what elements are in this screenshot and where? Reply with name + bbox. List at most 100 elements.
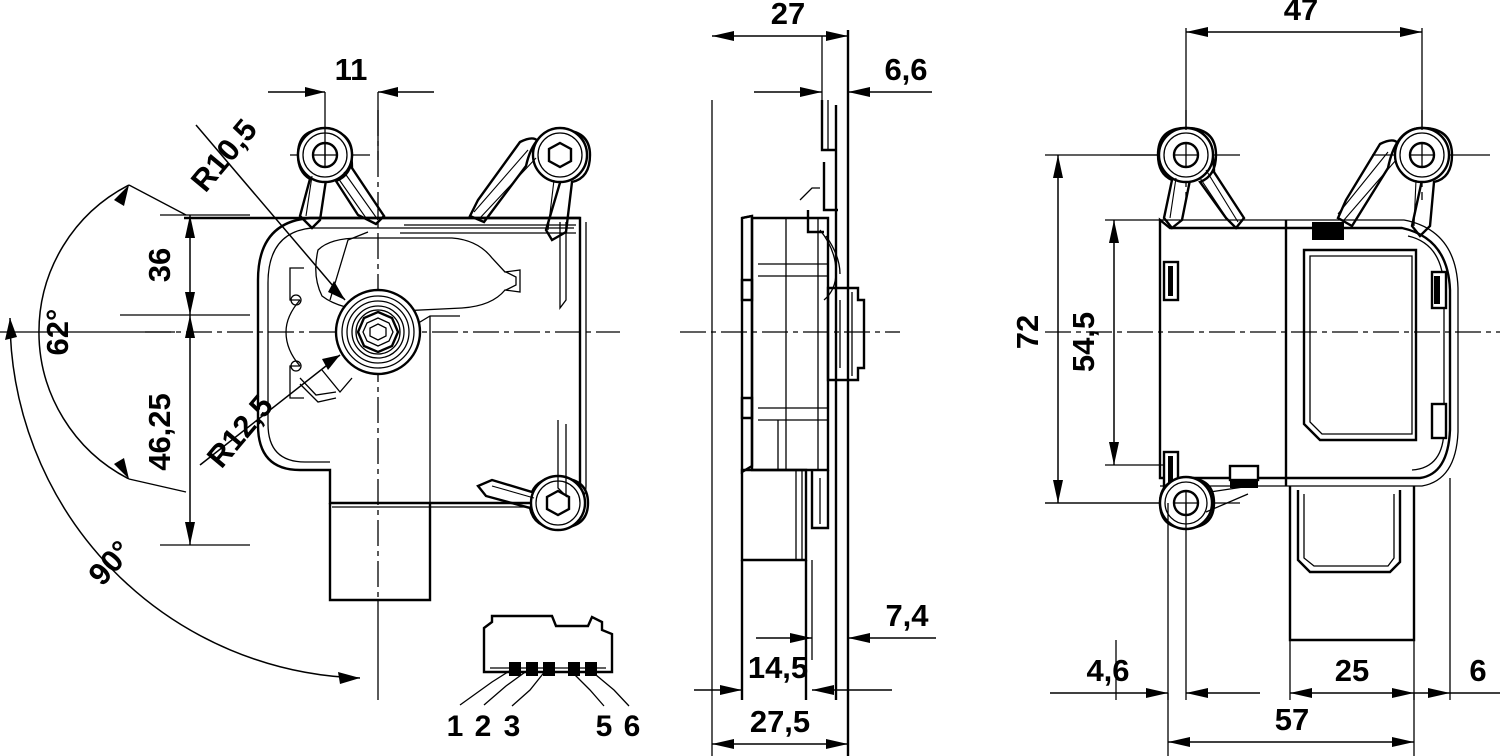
dim-6-6: 6,6 — [754, 36, 932, 110]
connector-pin-label-5: 5 — [596, 710, 613, 743]
dim-90-arrow-end — [338, 672, 360, 684]
dim-36: 36 — [120, 214, 250, 316]
rear-clip-right-lower — [1430, 402, 1448, 440]
dim-angle-62: 62° — [0, 184, 187, 493]
dim-57-arrow-left — [1168, 737, 1190, 747]
front-rib-upper — [329, 231, 369, 301]
dim-46-label: 4,6 — [1086, 653, 1129, 688]
front-lug-br-hex-hole — [545, 489, 571, 517]
connector-leader-1 — [459, 669, 512, 706]
side-body-left-top — [741, 214, 753, 220]
connector-leader-5 — [569, 669, 605, 707]
connector-detail: 1 2 3 5 6 — [447, 614, 641, 743]
front-left-tab2 — [299, 383, 337, 403]
rear-connector-housing — [1288, 486, 1416, 642]
dim-4-6: 4,6 — [1050, 653, 1260, 698]
dim-angle-90: 90° — [5, 317, 361, 684]
front-lug-tr-hex-hole — [547, 141, 573, 169]
dim-46-25: 46,25 — [142, 315, 250, 546]
front-body-inner-left — [267, 283, 330, 463]
front-lug-br-arm-in — [491, 485, 535, 499]
rear-lug-bl-arm2 — [1205, 493, 1249, 513]
rear-label-panel — [1302, 248, 1418, 442]
rear-connector-recess-inner — [1303, 494, 1395, 567]
front-internal-cam — [315, 237, 521, 313]
side-upper-stack2 — [806, 210, 824, 234]
rear-lug-tr-ring — [1399, 132, 1445, 178]
side-view: 27 6,6 7,4 14,5 — [680, 0, 936, 756]
front-lug-tr-ring — [537, 132, 583, 178]
front-hub-ring2 — [346, 300, 410, 364]
dim-27-arrow-left — [712, 31, 734, 41]
dim-90-label: 90° — [82, 534, 139, 592]
rear-lug-tl-ring — [1163, 132, 1209, 178]
connector-leader-6 — [589, 669, 630, 707]
dim-r125-arrow — [322, 355, 340, 370]
dim-46-arrow-left — [1146, 688, 1168, 698]
rear-lug-tr-arm2 — [1343, 159, 1397, 221]
dim-72: 72 — [1010, 154, 1160, 504]
dim-545-arrow-top — [1109, 220, 1119, 243]
dim-62-arc — [38, 184, 130, 480]
dim-47-label: 47 — [1284, 0, 1318, 27]
dim-74-label: 7,4 — [885, 598, 929, 633]
dim-145-arrow-right — [812, 685, 834, 695]
dim-74-arrow-right — [848, 633, 870, 643]
connector-pin-label-6: 6 — [624, 710, 641, 743]
dim-r105-leader — [195, 124, 346, 301]
dim-47: 47 — [1185, 0, 1423, 130]
dim-6-arrow — [1428, 688, 1450, 698]
dim-66-arrow-left — [800, 87, 822, 97]
dim-62-ext-bottom — [128, 478, 187, 493]
dim-57: 57 — [1168, 702, 1414, 747]
dim-25-label: 25 — [1335, 653, 1369, 688]
side-internal-curve — [819, 229, 837, 301]
front-left-lug-lower — [289, 365, 304, 399]
rear-bottom-tab-top — [1228, 464, 1260, 482]
side-body-main — [750, 216, 830, 472]
rear-label-panel-inner — [1309, 255, 1413, 435]
rear-clip-left-lower-slot — [1168, 456, 1173, 484]
dim-47-arrow-left — [1186, 27, 1208, 37]
front-shaft-spline-outer — [356, 310, 400, 354]
rear-bottom-tab — [1230, 478, 1258, 488]
dim-4625-label: 46,25 — [142, 393, 177, 471]
rear-lug-tl-arm2 — [1199, 177, 1229, 221]
dim-72-label: 72 — [1010, 315, 1045, 349]
side-connector-ext — [810, 470, 830, 530]
side-clip-upper — [740, 278, 754, 302]
dim-36-label: 36 — [142, 248, 177, 282]
rear-connector-recess — [1296, 490, 1402, 574]
dim-62-ext-top — [128, 184, 187, 216]
dim-r125-leader — [199, 354, 341, 466]
front-left-tab — [299, 377, 337, 396]
connector-pin-blade-2 — [526, 662, 538, 676]
dim-25: 25 — [1290, 653, 1414, 698]
front-lug-tl-arm-in1 — [305, 175, 313, 217]
dim-545-label: 54,5 — [1066, 312, 1101, 372]
dim-275-label: 27,5 — [750, 704, 810, 739]
front-view: 11 R10,5 36 46,25 R12 — [0, 52, 620, 700]
rear-clip-right-upper-slot — [1434, 276, 1440, 304]
dim-4625-arrow-top — [185, 315, 195, 338]
dim-66-label: 6,6 — [884, 52, 927, 87]
dim-46-arrow-right — [1186, 688, 1208, 698]
dim-27-arrow-right — [826, 31, 848, 41]
dim-90-arc — [9, 317, 361, 679]
front-lug-tl-arm-in3 — [343, 171, 379, 221]
rear-mount-lug-top-right — [1336, 126, 1454, 238]
rear-lug-tr-arm3 — [1337, 151, 1389, 215]
front-mount-lug-top-right — [468, 126, 592, 242]
dim-545-arrow-bottom — [1109, 442, 1119, 465]
front-left-arc-detail — [285, 299, 301, 367]
dim-57-arrow-right — [1392, 737, 1414, 747]
connector-pin-label-3: 3 — [504, 710, 521, 743]
rear-body-inner-edge — [1407, 235, 1445, 471]
dim-275-arrow-left — [712, 739, 734, 749]
dim-r12-5: R12,5 — [199, 354, 341, 474]
side-output-shaft — [826, 286, 866, 382]
front-hub-ring1 — [341, 295, 415, 369]
dim-36-arrow-bottom — [185, 292, 195, 315]
dim-25-arrow-left — [1290, 688, 1312, 698]
